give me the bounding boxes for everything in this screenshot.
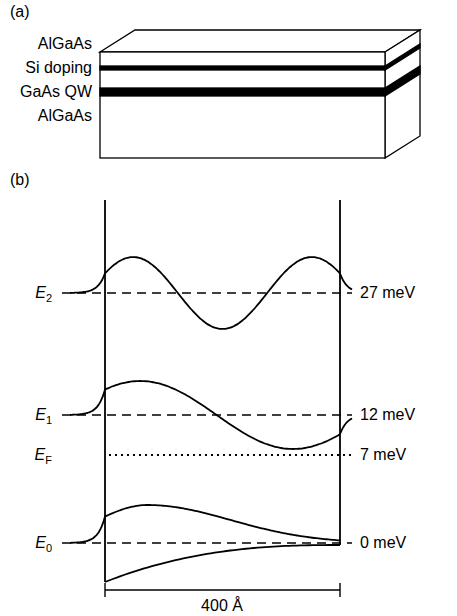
layer-block — [100, 30, 420, 158]
dimension: 400 Å — [201, 597, 243, 615]
level-name: E1 — [35, 406, 52, 424]
level-name: E2 — [35, 284, 52, 302]
level-name: E0 — [35, 534, 52, 552]
level-energy: 27 meV — [360, 284, 415, 302]
energy-level — [62, 292, 352, 294]
well-bottom — [105, 545, 340, 582]
layer-name: AlGaAs — [38, 107, 92, 125]
panel-label: (a) — [10, 3, 30, 21]
fermi-level — [109, 454, 352, 456]
wavefunction — [70, 257, 352, 329]
wavefunction — [70, 381, 352, 449]
well-plot — [62, 200, 352, 597]
block-front — [100, 52, 385, 158]
energy-level — [62, 414, 352, 416]
level-energy: 12 meV — [360, 406, 415, 424]
scale-bar-tick — [339, 583, 340, 597]
well-wall — [339, 200, 341, 545]
si-doping-layer — [100, 66, 385, 70]
panel-label: (b) — [10, 171, 30, 189]
level-name: EF — [35, 446, 52, 464]
energy-level — [62, 542, 352, 544]
scale-bar — [105, 589, 340, 590]
layer-name: GaAs QW — [20, 83, 92, 101]
si-doping-layer-side — [385, 44, 420, 70]
wavefunction — [70, 505, 340, 543]
quantum-well-layer-side — [385, 66, 420, 96]
layer-name: Si doping — [25, 59, 92, 77]
scale-bar-tick — [104, 583, 105, 597]
block-top — [100, 30, 420, 52]
layer-name: AlGaAs — [38, 35, 92, 53]
block-side — [385, 30, 420, 158]
quantum-well-layer — [100, 88, 385, 96]
level-energy: 0 meV — [360, 534, 406, 552]
level-energy: 7 meV — [360, 446, 406, 464]
